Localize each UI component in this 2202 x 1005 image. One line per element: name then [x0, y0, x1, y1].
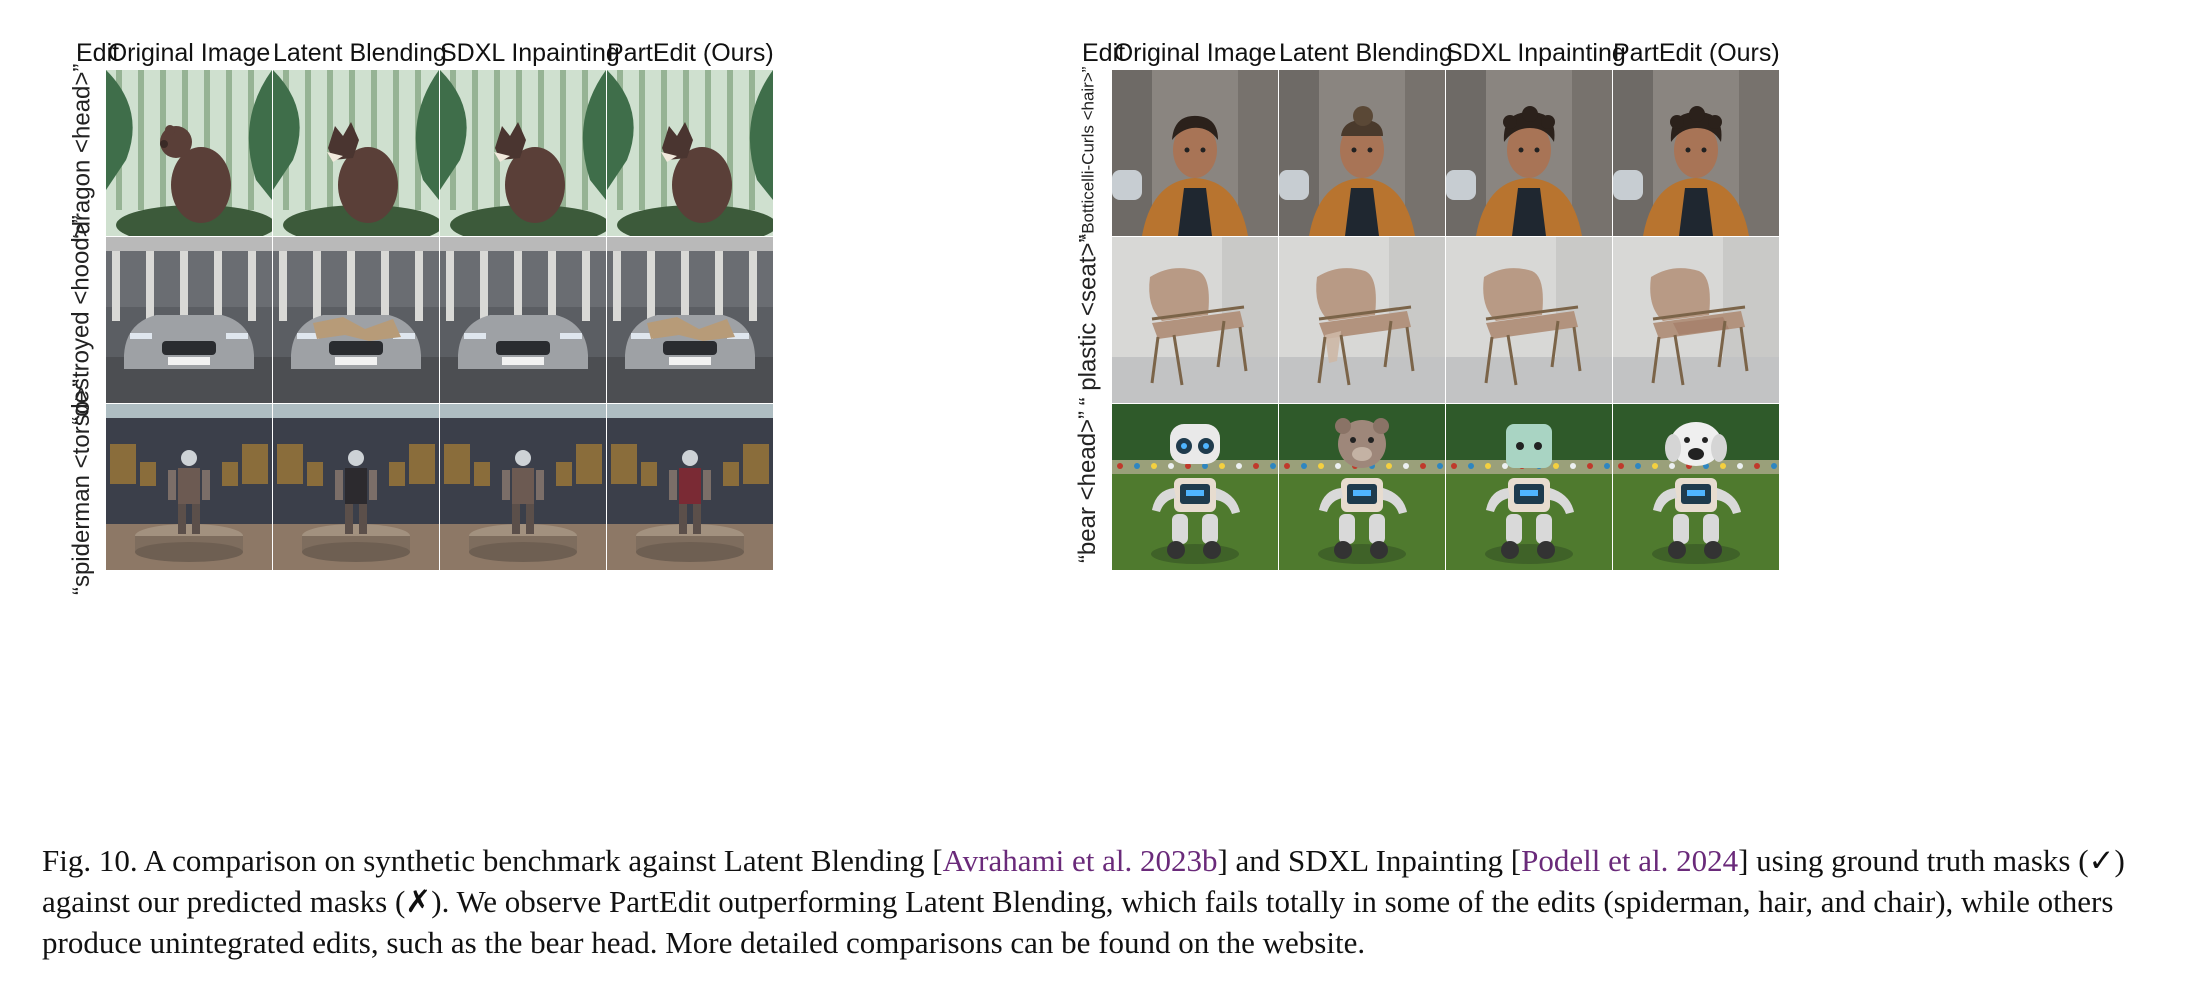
car-sdxl-inpainting-image: [440, 237, 606, 403]
column-header-latent-blending: Latent Blending: [1279, 39, 1453, 67]
robot-park-sdxl-inpainting-image: [1446, 404, 1612, 570]
row-label: “spiderman <torso>”: [68, 378, 95, 596]
row-label: “bear <head>”: [1074, 410, 1102, 564]
bear-original-image: [106, 70, 272, 236]
column-header-partedit: PartEdit (Ours): [1613, 39, 1780, 67]
boy-original-image: [1112, 70, 1278, 236]
chair-latent-blending-image: [1279, 237, 1445, 403]
robot-gallery-partedit-image: [607, 404, 773, 570]
column-header-latent-blending: Latent Blending: [273, 39, 447, 67]
row-label: “dragon <head>”: [68, 63, 95, 243]
column-header-sdxl-inpainting: SDXL Inpainting: [440, 39, 620, 67]
robot-gallery-latent-blending-image: [273, 404, 439, 570]
column-header-original: Original Image: [1113, 39, 1277, 67]
figure-caption: Fig. 10. A comparison on synthetic bench…: [42, 843, 2125, 960]
edit-header: Edit: [76, 39, 120, 67]
robot-park-original-image: [1112, 404, 1278, 570]
boy-partedit-image: [1613, 70, 1779, 236]
boy-latent-blending-image: [1279, 70, 1445, 236]
chair-original-image: [1112, 237, 1278, 403]
car-original-image: [106, 237, 272, 403]
robot-gallery-original-image: [106, 404, 272, 570]
column-header-partedit: PartEdit (Ours): [607, 39, 774, 67]
robot-park-partedit-image: [1613, 404, 1779, 570]
bear-sdxl-inpainting-image: [440, 70, 606, 236]
robot-gallery-sdxl-inpainting-image: [440, 404, 606, 570]
bear-latent-blending-image: [273, 70, 439, 236]
citation-link[interactable]: Avrahami et al. 2023b: [942, 843, 1218, 878]
bear-partedit-image: [607, 70, 773, 236]
column-header-sdxl-inpainting: SDXL Inpainting: [1446, 39, 1626, 67]
row-label: “ plastic <seat>”: [1074, 234, 1101, 406]
robot-park-latent-blending-image: [1279, 404, 1445, 570]
edit-header: Edit: [1082, 39, 1126, 67]
chair-sdxl-inpainting-image: [1446, 237, 1612, 403]
column-header-original: Original Image: [107, 39, 271, 67]
citation-link[interactable]: Podell et al. 2024: [1521, 843, 1739, 878]
car-partedit-image: [607, 237, 773, 403]
chair-partedit-image: [1613, 237, 1779, 403]
row-label: “Botticelli-Curls <hair>”: [1078, 66, 1098, 240]
boy-sdxl-inpainting-image: [1446, 70, 1612, 236]
car-latent-blending-image: [273, 237, 439, 403]
